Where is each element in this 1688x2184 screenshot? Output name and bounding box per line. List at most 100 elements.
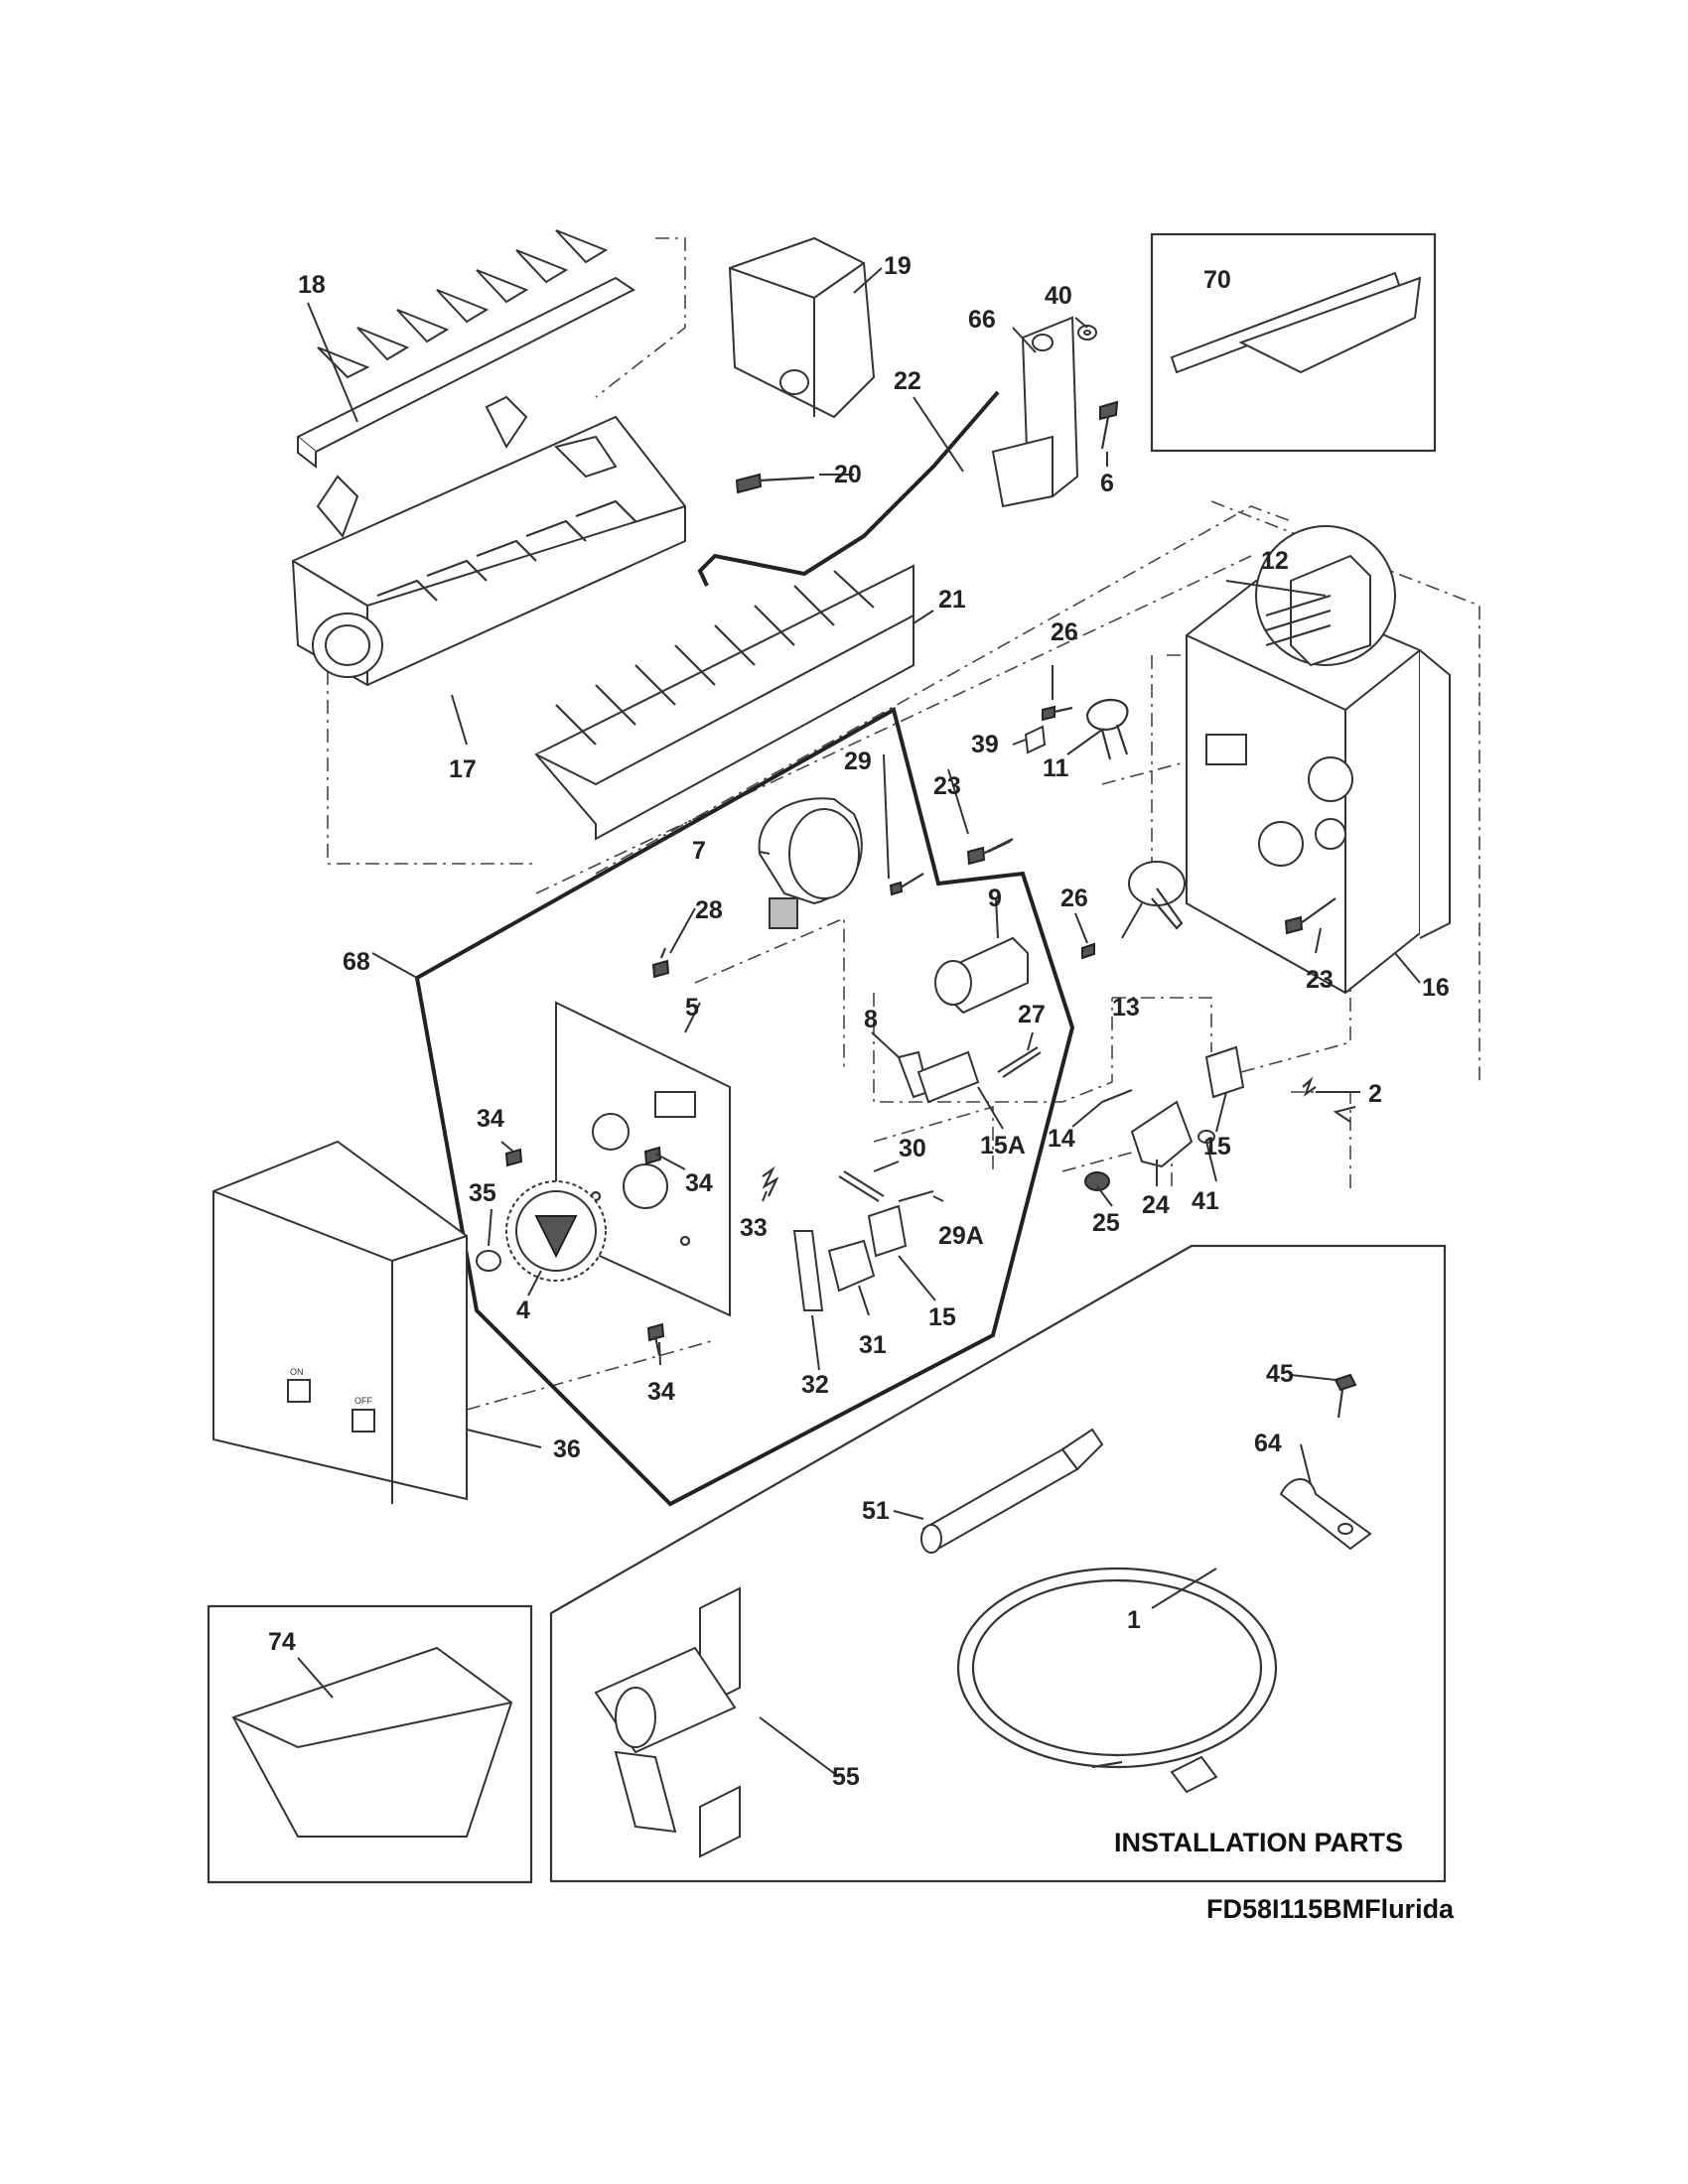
installation-parts-label: INSTALLATION PARTS [1114, 1828, 1403, 1857]
callout-34a: 34 [477, 1105, 504, 1133]
callout-27: 27 [1018, 1001, 1046, 1028]
part-15-switch-lower [867, 1204, 908, 1258]
on-switch-icon [287, 1379, 311, 1403]
callout-64: 64 [1254, 1430, 1282, 1457]
part-68-module-outline [414, 706, 1075, 1507]
part-2-spring [1302, 1076, 1317, 1097]
part-4-gear [505, 1180, 607, 1282]
callout-14: 14 [1048, 1125, 1075, 1153]
installation-box [549, 1244, 1447, 1883]
callout-23a: 23 [933, 772, 961, 800]
part-16-housing [1186, 579, 1451, 995]
part-21-stripper [534, 564, 914, 841]
callout-32: 32 [801, 1371, 829, 1399]
callout-40: 40 [1045, 282, 1072, 310]
part-64-clamp [1279, 1478, 1372, 1551]
callout-9: 9 [988, 885, 1002, 912]
part-1-water-tubing [956, 1567, 1278, 1794]
part-30-spring [838, 1170, 885, 1202]
part-66-arm [991, 316, 1079, 508]
leader-lines [297, 267, 1421, 1778]
part-32-bracket [792, 1230, 824, 1311]
callout-8: 8 [864, 1006, 878, 1033]
callout-4: 4 [516, 1297, 530, 1324]
callout-68: 68 [343, 948, 370, 976]
part-23-screw-left [966, 838, 1014, 866]
part-20-screw [735, 473, 815, 494]
callout-6: 6 [1100, 470, 1114, 497]
part-31-insulator [827, 1239, 876, 1293]
callout-55: 55 [832, 1763, 860, 1791]
part-29a-screw [898, 1189, 934, 1203]
callout-13: 13 [1112, 994, 1140, 1022]
callout-31: 31 [859, 1331, 887, 1359]
part-39-clip [1024, 725, 1047, 754]
part-26-screw-lower [1081, 942, 1095, 960]
part-45-screw [1334, 1373, 1357, 1419]
part-29-screw [889, 873, 924, 896]
callout-70: 70 [1203, 266, 1231, 294]
part-51-tube [920, 1428, 1104, 1554]
callout-1: 1 [1127, 1606, 1141, 1634]
callout-66: 66 [968, 306, 996, 334]
callout-30: 30 [899, 1135, 926, 1162]
callout-29a: 29A [938, 1222, 984, 1250]
part-11-thermostat [1085, 698, 1129, 760]
part-34-screw-mid [643, 1146, 662, 1165]
callout-22: 22 [894, 367, 921, 395]
callout-15a-label: 15A [980, 1132, 1026, 1160]
part-13-heater [1128, 861, 1186, 930]
on-switch-label: ON [290, 1367, 304, 1377]
part-17-mold [291, 395, 686, 687]
part-6-screw [1099, 400, 1119, 450]
part-25-screw [1084, 1171, 1110, 1191]
part-23-screw-right [1284, 897, 1336, 935]
callout-45: 45 [1266, 1360, 1294, 1388]
part-15-switch-right [1204, 1045, 1245, 1099]
callout-21: 21 [938, 586, 966, 614]
part-7-motor [758, 797, 863, 929]
callout-15b: 15 [1203, 1133, 1231, 1160]
callout-5: 5 [685, 994, 699, 1022]
part-18-ejector [296, 229, 635, 470]
callout-25: 25 [1092, 1209, 1120, 1237]
part-19-fill-cup [728, 236, 876, 419]
callout-74: 74 [268, 1628, 296, 1656]
inset-70 [1150, 232, 1437, 453]
callout-26b: 26 [1060, 885, 1088, 912]
inset-74 [207, 1604, 533, 1884]
callout-34c: 34 [647, 1378, 675, 1406]
part-28-screw [651, 947, 670, 979]
part-27-spring [997, 1046, 1042, 1078]
callout-20: 20 [834, 461, 862, 488]
callout-labels: 18 19 40 66 22 20 6 70 12 21 26 39 11 17… [268, 252, 1450, 1791]
callout-29: 29 [844, 748, 872, 775]
callout-35: 35 [469, 1179, 496, 1207]
part-26-screw-upper [1042, 705, 1073, 722]
part-55-water-valve [594, 1586, 741, 1858]
callout-17: 17 [449, 755, 477, 783]
callout-18: 18 [298, 271, 326, 299]
callout-51: 51 [862, 1497, 890, 1525]
callout-19: 19 [884, 252, 912, 280]
diagram-code: FD58I115BMFlurida [1206, 1894, 1455, 1924]
callout-15a: 15 [928, 1303, 956, 1331]
part-9-cam [934, 936, 1029, 1015]
part-35-washer [476, 1250, 501, 1272]
callout-28: 28 [695, 896, 723, 924]
part-14-screw [1101, 1088, 1133, 1104]
callout-24: 24 [1142, 1191, 1170, 1219]
off-switch-icon [352, 1409, 375, 1433]
callout-33: 33 [740, 1214, 768, 1242]
part-22-shutoff-arm [697, 390, 1000, 587]
part-24-linkage [1130, 1100, 1194, 1168]
callout-7: 7 [692, 837, 706, 865]
callout-26a: 26 [1051, 618, 1078, 646]
callout-34b: 34 [685, 1169, 713, 1197]
callout-12: 12 [1261, 547, 1289, 575]
off-switch-label: OFF [354, 1396, 372, 1406]
part-15a-switch [916, 1050, 980, 1104]
part-40-washer [1077, 325, 1097, 341]
callout-39: 39 [971, 731, 999, 758]
